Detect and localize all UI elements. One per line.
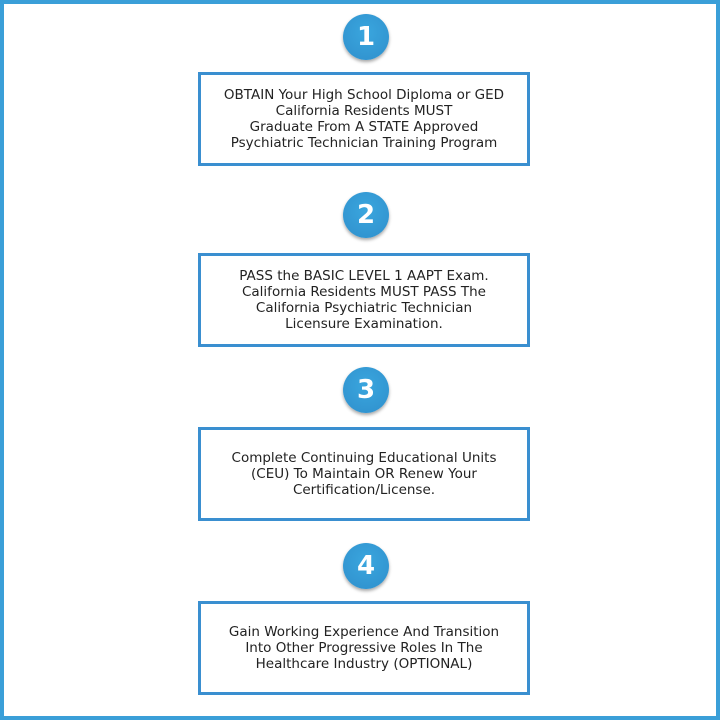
step-2-line: PASS the BASIC LEVEL 1 AAPT Exam. bbox=[239, 268, 489, 284]
step-3-line: Complete Continuing Educational Units bbox=[231, 450, 497, 466]
step-4-line: Gain Working Experience And Transition bbox=[228, 624, 500, 640]
step-4-number-badge: 4 bbox=[343, 543, 389, 589]
step-3-box: Complete Continuing Educational Units (C… bbox=[198, 427, 530, 521]
step-1-line: OBTAIN Your High School Diploma or GED bbox=[223, 87, 505, 103]
step-2-box: PASS the BASIC LEVEL 1 AAPT Exam. Califo… bbox=[198, 253, 530, 347]
step-4-line: Into Other Progressive Roles In The bbox=[245, 640, 483, 656]
step-1-line: California Residents MUST bbox=[275, 103, 453, 119]
step-3-number-badge: 3 bbox=[343, 367, 389, 413]
step-2-line: Licensure Examination. bbox=[285, 316, 443, 332]
step-4-line: Healthcare Industry (OPTIONAL) bbox=[255, 656, 473, 672]
step-3-line: (CEU) To Maintain OR Renew Your bbox=[251, 466, 477, 482]
step-1-number-badge: 1 bbox=[343, 14, 389, 60]
step-1-line: Psychiatric Technician Training Program bbox=[230, 135, 498, 151]
step-4-box: Gain Working Experience And Transition I… bbox=[198, 601, 530, 695]
step-3-line: Certification/License. bbox=[292, 482, 436, 498]
step-2-number-badge: 2 bbox=[343, 192, 389, 238]
step-1-line: Graduate From A STATE Approved bbox=[249, 119, 479, 135]
step-2-line: California Psychiatric Technician bbox=[255, 300, 473, 316]
step-2-line: California Residents MUST PASS The bbox=[241, 284, 486, 300]
step-1-box: OBTAIN Your High School Diploma or GED C… bbox=[198, 72, 530, 166]
